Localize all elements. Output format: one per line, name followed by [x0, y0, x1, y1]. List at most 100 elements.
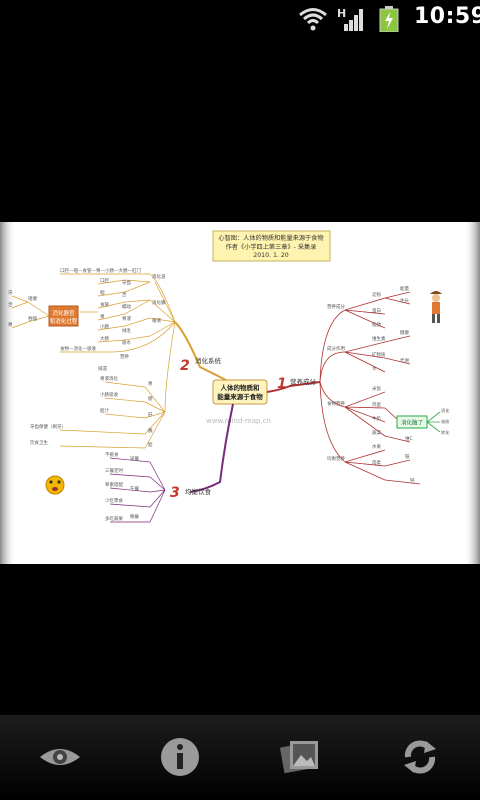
svg-text:代谢: 代谢	[400, 357, 409, 364]
central-node-line1: 人体的物质和	[221, 383, 260, 392]
svg-text:咽: 咽	[100, 290, 105, 296]
svg-text:饮食卫生: 饮食卫生	[30, 439, 48, 446]
svg-text:生长: 生长	[400, 297, 409, 304]
svg-text:胃: 胃	[148, 381, 153, 387]
mindmap-title-3: 2010. 1. 20	[253, 252, 288, 259]
svg-text:蠕动: 蠕动	[122, 303, 131, 310]
branch-1-number: 1	[277, 376, 287, 392]
svg-text:铁: 铁	[405, 453, 410, 460]
svg-text:水: 水	[372, 365, 377, 372]
svg-text:少吃零食: 少吃零食	[105, 497, 123, 504]
left-box-line1: 消化器官	[52, 309, 75, 317]
svg-text:维C: 维C	[405, 435, 413, 442]
battery-charging-icon	[379, 6, 399, 32]
svg-text:营养: 营养	[120, 353, 129, 360]
svg-text:胃: 胃	[100, 314, 105, 320]
svg-text:小肠吸收: 小肠吸收	[100, 391, 118, 398]
info-icon	[161, 738, 199, 776]
svg-text:肠: 肠	[148, 395, 153, 402]
gallery-icon	[279, 741, 318, 774]
branch-2-number: 2	[180, 358, 190, 374]
svg-text:均衡营养: 均衡营养	[327, 455, 345, 462]
network-type-label: H	[337, 7, 346, 20]
svg-text:多吃蔬果: 多吃蔬果	[105, 515, 123, 522]
wifi-icon	[299, 8, 327, 31]
bottom-toolbar	[0, 715, 480, 800]
svg-text:咀嚼: 咀嚼	[28, 295, 37, 302]
svg-text:吸水: 吸水	[122, 339, 131, 346]
svg-text:晚餐: 晚餐	[130, 513, 139, 520]
svg-text:食物营养: 食物营养	[327, 400, 345, 407]
gallery-button[interactable]	[272, 731, 328, 783]
view-button[interactable]	[32, 731, 88, 783]
mindmap-title-1: 心智图：人体的物质和能量来源于食物	[218, 234, 323, 242]
svg-text:消化道: 消化道	[152, 273, 166, 280]
svg-text:早餐: 早餐	[130, 455, 139, 462]
svg-text:口腔—咽—食管—胃—小肠—大肠—肛门: 口腔—咽—食管—胃—小肠—大肠—肛门	[60, 267, 141, 274]
branch-3-label: 均衡饮食	[185, 487, 212, 496]
svg-text:胃液: 胃液	[122, 315, 131, 322]
svg-text:钙: 钙	[410, 477, 415, 484]
mindmap-title-2: 作者《小学四上第三章》- 采集录	[226, 243, 317, 251]
svg-text:健康: 健康	[400, 329, 409, 336]
svg-text:牙齿: 牙齿	[122, 280, 131, 286]
svg-text:肉类: 肉类	[372, 459, 381, 466]
svg-text:胃: 胃	[8, 322, 13, 328]
svg-text:排遗: 排遗	[98, 365, 107, 372]
svg-text:消化: 消化	[441, 407, 450, 414]
svg-text:大肠: 大肠	[100, 335, 109, 342]
branch-2-label: 消化系统	[195, 356, 222, 365]
svg-text:口腔: 口腔	[100, 277, 109, 284]
svg-text:蔬菜: 蔬菜	[372, 429, 381, 436]
svg-text:米饭: 米饭	[372, 385, 381, 392]
branch-3-number: 3	[170, 485, 180, 501]
svg-text:牛奶: 牛奶	[372, 415, 381, 422]
svg-text:舌: 舌	[122, 291, 127, 298]
svg-text:能量: 能量	[400, 285, 409, 292]
svg-text:转化: 转化	[441, 429, 450, 436]
svg-text:水果: 水果	[372, 443, 381, 450]
image-viewer[interactable]: 心智图：人体的物质和能量来源于食物 作者《小学四上第三章》- 采集录 2010.…	[0, 222, 480, 564]
branch-1-label: 营养成分	[290, 377, 317, 386]
rotate-icon	[404, 740, 436, 774]
svg-text:午餐: 午餐	[130, 485, 139, 492]
svg-text:成分作用: 成分作用	[327, 345, 345, 352]
svg-text:维生素: 维生素	[372, 335, 386, 342]
watermark: www.mind-map.cn	[206, 417, 271, 425]
svg-text:牙: 牙	[8, 290, 13, 296]
svg-text:小肠: 小肠	[100, 323, 109, 330]
clock: 10:59	[414, 4, 480, 29]
svg-text:胃液消化: 胃液消化	[100, 375, 118, 382]
mindmap-image: 心智图：人体的物质和能量来源于食物 作者《小学四上第三章》- 采集录 2010.…	[0, 222, 480, 564]
signal-icon: H	[337, 7, 363, 31]
eye-icon	[40, 749, 80, 765]
svg-text:不挑食: 不挑食	[105, 451, 119, 458]
person-illustration	[430, 291, 442, 323]
svg-text:矿物质: 矿物质	[372, 351, 386, 358]
svg-text:牙齿保健（刷牙）: 牙齿保健（刷牙）	[30, 423, 66, 430]
svg-text:蛋白: 蛋白	[372, 307, 381, 314]
svg-text:鸡蛋: 鸡蛋	[372, 401, 381, 408]
svg-text:绒毛: 绒毛	[122, 327, 131, 334]
svg-text:三餐定时: 三餐定时	[105, 467, 123, 474]
emoji-illustration	[45, 475, 65, 495]
rotate-button[interactable]	[392, 731, 448, 783]
svg-text:吞咽: 吞咽	[28, 316, 37, 322]
info-button[interactable]	[152, 731, 208, 783]
svg-text:胆汁: 胆汁	[100, 407, 109, 414]
svg-text:脂肪: 脂肪	[372, 321, 381, 328]
svg-text:营养成分: 营养成分	[327, 303, 345, 310]
svg-text:胰: 胰	[148, 427, 153, 434]
svg-text:肝: 肝	[148, 412, 153, 418]
green-node: 消化酶了	[401, 419, 423, 427]
svg-text:吸收: 吸收	[441, 418, 450, 425]
svg-text:舌: 舌	[8, 301, 13, 308]
central-node-line2: 能量来源于食物	[217, 392, 263, 401]
svg-text:荤素搭配: 荤素搭配	[105, 481, 123, 488]
status-bar: H 10:59	[0, 0, 480, 38]
left-box-line2: 和消化过程	[50, 317, 78, 325]
svg-text:淀粉: 淀粉	[372, 291, 381, 298]
svg-text:胆: 胆	[148, 442, 153, 448]
svg-text:食物—消化—吸收: 食物—消化—吸收	[60, 345, 96, 352]
svg-text:消化腺: 消化腺	[152, 299, 166, 306]
